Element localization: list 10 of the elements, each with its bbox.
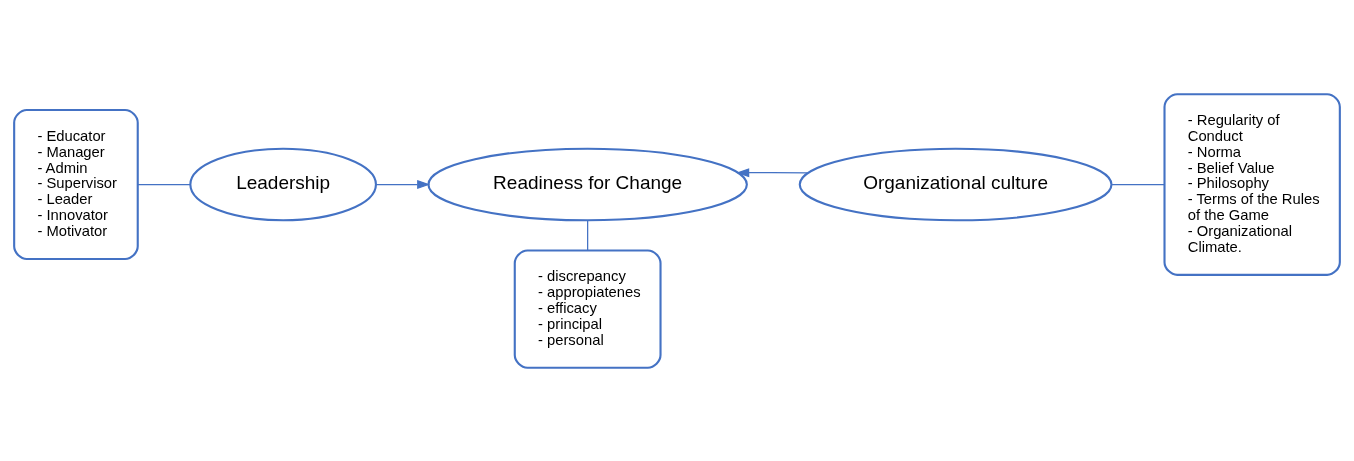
node-box: - Regularity of Conduct - Norma - Belief Value - Philosophy - Terms of the Rules of the Game - Organizational Climate. bbox=[1163, 92, 1341, 276]
connector bbox=[1111, 183, 1166, 185]
node-box: - discrepancy - appropiatenes - efficacy - principal - personal bbox=[513, 249, 662, 369]
arrow bbox=[375, 179, 431, 189]
connector bbox=[587, 219, 589, 251]
node-ellipse: Leadership bbox=[189, 147, 377, 221]
node-box: - Educator - Manager - Admin - Supervisor - Leader - Innovator - Motivator bbox=[13, 108, 139, 260]
arrow bbox=[736, 167, 809, 177]
connector bbox=[137, 183, 191, 185]
node-ellipse: Organizational culture bbox=[798, 147, 1113, 221]
